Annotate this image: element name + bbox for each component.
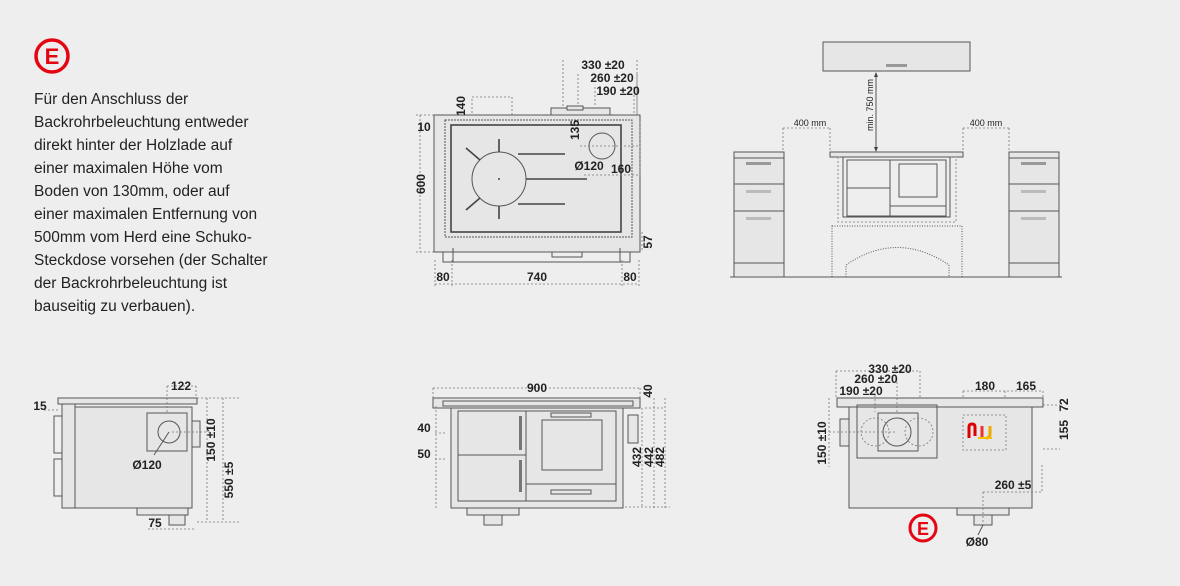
svg-text:10: 10 — [417, 120, 431, 134]
connection-instructions: Für den Anschluss der Backrohrbeleuchtun… — [34, 88, 274, 318]
svg-text:155: 155 — [1057, 420, 1071, 440]
instruction-line: einer maximalen Entfernung von — [34, 206, 258, 223]
svg-text:80: 80 — [623, 270, 637, 284]
svg-text:Ø120: Ø120 — [132, 458, 162, 472]
instruction-line: Backrohrbeleuchtung entweder — [34, 114, 249, 131]
svg-text:75: 75 — [148, 516, 162, 530]
instruction-line: bauseitig zu verbauen). — [34, 298, 196, 315]
svg-text:740: 740 — [527, 270, 547, 284]
instruction-line: direkt hinter der Holzlade auf — [34, 137, 233, 154]
svg-text:190 ±20: 190 ±20 — [596, 84, 640, 98]
svg-text:Ø80: Ø80 — [966, 535, 989, 549]
svg-text:40: 40 — [417, 421, 431, 435]
instruction-line: der Backrohrbeleuchtung ist — [34, 275, 228, 292]
svg-text:260 ±20: 260 ±20 — [854, 372, 898, 386]
svg-text:122: 122 — [171, 379, 191, 393]
svg-text:330 ±20: 330 ±20 — [868, 362, 912, 376]
svg-text:50: 50 — [417, 447, 431, 461]
svg-text:150 ±10: 150 ±10 — [204, 418, 218, 462]
svg-text:57: 57 — [641, 235, 655, 249]
instruction-line: 500mm vom Herd eine Schuko- — [34, 229, 252, 246]
svg-text:72: 72 — [1057, 398, 1071, 412]
svg-text:150 ±10: 150 ±10 — [815, 421, 829, 465]
back-view-drawing: 330 ±20 260 ±20 190 ±20 180 165 72 155 1… — [815, 362, 1071, 549]
top-view-drawing: 330 ±20 260 ±20 190 ±20 140 10 135 Ø120 … — [414, 58, 655, 286]
svg-text:400 mm: 400 mm — [970, 118, 1003, 128]
svg-text:432: 432 — [630, 447, 644, 467]
electric-logo-icon: E — [908, 513, 938, 543]
svg-text:482: 482 — [653, 447, 667, 467]
svg-text:E: E — [45, 44, 60, 69]
svg-text:400 mm: 400 mm — [794, 118, 827, 128]
svg-text:E: E — [917, 519, 929, 539]
svg-text:600: 600 — [414, 174, 428, 194]
svg-text:260 ±5: 260 ±5 — [995, 478, 1032, 492]
svg-text:550 ±5: 550 ±5 — [222, 461, 236, 498]
svg-text:190 ±20: 190 ±20 — [839, 384, 883, 398]
svg-text:180: 180 — [975, 379, 995, 393]
svg-text:165: 165 — [1016, 379, 1036, 393]
svg-text:40: 40 — [641, 384, 655, 398]
svg-text:min. 750 mm: min. 750 mm — [865, 79, 875, 131]
instruction-line: einer maximalen Höhe vom — [34, 160, 223, 177]
front-view-drawing: 900 40 40 50 432 442 482 — [417, 381, 670, 526]
svg-text:260 ±20: 260 ±20 — [590, 71, 634, 85]
svg-text:Ø120: Ø120 — [574, 159, 604, 173]
side-view-drawing: 15 122 Ø120 150 ±10 550 ±5 75 — [33, 379, 240, 530]
instruction-line: Für den Anschluss der — [34, 91, 189, 108]
svg-text:140: 140 — [454, 96, 468, 116]
svg-text:900: 900 — [527, 381, 547, 395]
svg-text:330 ±20: 330 ±20 — [581, 58, 625, 72]
svg-text:135: 135 — [568, 120, 582, 140]
electric-logo-icon: E — [34, 38, 70, 74]
instruction-line: Steckdose vorsehen (der Schalter — [34, 252, 268, 269]
svg-text:15: 15 — [33, 399, 47, 413]
svg-text:80: 80 — [436, 270, 450, 284]
heat-flow-icon — [967, 422, 992, 440]
svg-text:442: 442 — [642, 447, 656, 467]
installation-view-drawing: 400 mm 400 mm min. 750 mm — [730, 41, 1062, 278]
svg-text:160: 160 — [611, 162, 631, 176]
instruction-line: Boden von 130mm, oder auf — [34, 183, 230, 200]
